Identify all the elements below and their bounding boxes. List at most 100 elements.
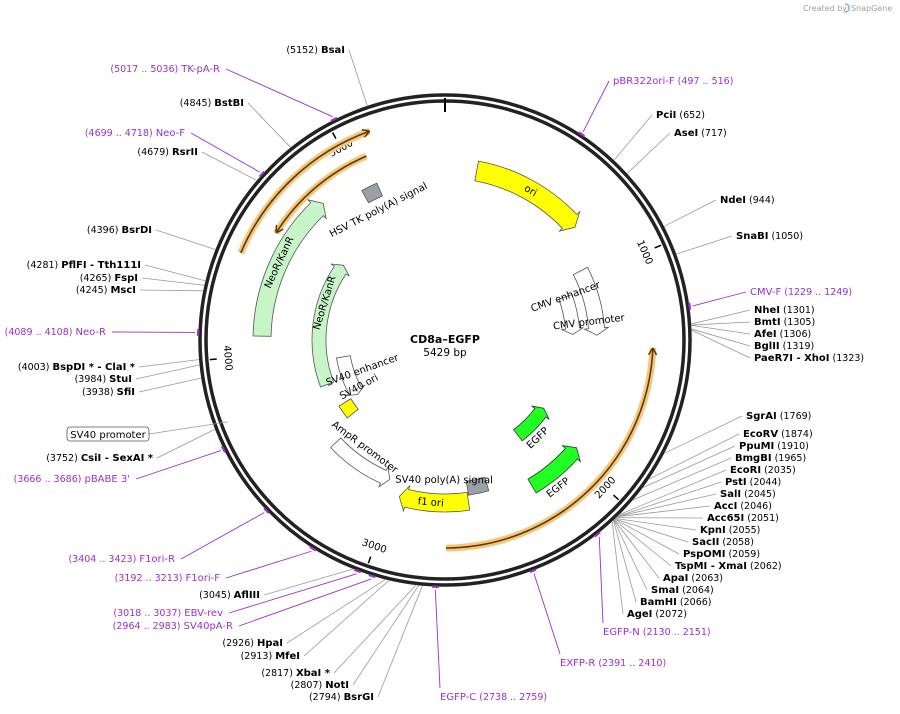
- site-label[interactable]: TspMI - XmaI (2062): [675, 561, 782, 572]
- primer-label[interactable]: (3666 .. 3686) pBABE 3': [14, 474, 130, 485]
- site-leader: [613, 520, 648, 591]
- site-leader: [139, 289, 203, 292]
- feature-egfp2: [527, 445, 582, 494]
- feature-ampr_prom: [330, 437, 391, 488]
- site-leader: [626, 132, 671, 174]
- site-label[interactable]: PciI (652): [656, 110, 705, 121]
- site-label[interactable]: BmgBI (1965): [735, 453, 806, 464]
- site-label[interactable]: (3752) CsiI - SexAI *: [46, 453, 154, 464]
- primer-leader: [434, 589, 441, 689]
- primer-label[interactable]: EGFP-N (2130 .. 2151): [603, 627, 711, 638]
- primer-label[interactable]: EXFP-R (2391 .. 2410): [560, 658, 666, 669]
- site-leader: [617, 481, 722, 517]
- primer-leader: [238, 578, 372, 627]
- site-label[interactable]: PspOMI (2059): [683, 549, 760, 560]
- site-label[interactable]: NdeI (944): [720, 195, 775, 206]
- site-leader: [691, 321, 751, 326]
- site-leader: [352, 585, 419, 686]
- site-label[interactable]: AgeI (2072): [627, 609, 687, 620]
- site-leader: [613, 520, 637, 603]
- site-label[interactable]: (3984) StuI: [75, 374, 132, 385]
- site-label[interactable]: PpuMI (1910): [739, 441, 809, 452]
- sv40-promoter-box: [66, 426, 150, 442]
- site-label[interactable]: AfeI (1306): [754, 329, 811, 340]
- site-leader: [648, 433, 740, 480]
- primer-leader: [135, 450, 221, 480]
- site-label[interactable]: BamHI (2066): [640, 597, 712, 608]
- site-leader: [664, 199, 717, 227]
- site-label[interactable]: (3045) AflIII: [199, 590, 260, 601]
- site-label[interactable]: (2913) MfeI: [241, 651, 300, 662]
- tick-label: 4000: [221, 345, 234, 371]
- site-leader: [144, 264, 206, 282]
- orf-arc-line: [240, 130, 370, 254]
- site-label[interactable]: BglII (1319): [754, 341, 814, 352]
- primer-label[interactable]: (3404 .. 3423) F1ori-R: [68, 554, 175, 565]
- site-leader: [691, 324, 751, 335]
- site-label[interactable]: EcoRV (1874): [743, 429, 813, 440]
- site-label[interactable]: (4265) FspI: [80, 273, 138, 284]
- site-leader: [615, 518, 689, 543]
- snapgene-brand: SnapGene: [851, 4, 892, 13]
- primer-label[interactable]: pBR322ori-F (497 .. 516): [613, 76, 733, 87]
- site-leader: [691, 309, 751, 325]
- site-label[interactable]: (4396) BsrDI: [87, 225, 152, 236]
- site-label[interactable]: SnaBI (1050): [736, 231, 803, 242]
- primer-label[interactable]: CMV-F (1229 .. 1249): [750, 287, 852, 298]
- primer-leader: [225, 68, 333, 118]
- site-label[interactable]: (4245) MscI: [76, 285, 136, 296]
- tick-mark: [613, 494, 620, 501]
- site-label[interactable]: NheI (1301): [754, 305, 815, 316]
- plasmid-size: 5429 bp: [423, 347, 467, 359]
- site-label[interactable]: SalI (2045): [720, 489, 776, 500]
- primer-label[interactable]: (4089 .. 4108) Neo-R: [5, 327, 106, 338]
- site-leader: [614, 518, 680, 555]
- primer-mark: [330, 116, 338, 122]
- site-label[interactable]: PstI (2044): [725, 477, 781, 488]
- site-label[interactable]: (2807) NotI: [291, 680, 349, 691]
- site-label[interactable]: KpnI (2055): [700, 525, 760, 536]
- site-label[interactable]: (4281) PflFI - Tth111I: [27, 260, 141, 271]
- primer-label[interactable]: (3192 .. 3213) F1ori-F: [115, 573, 221, 584]
- primer-mark: [258, 170, 266, 178]
- site-label[interactable]: (3938) SfiI: [82, 387, 135, 398]
- created-by-text: Created by: [803, 4, 847, 13]
- site-label[interactable]: AseI (717): [674, 128, 727, 139]
- site-label[interactable]: SacII (2058): [692, 537, 754, 548]
- site-label[interactable]: PaeR7I - XhoI (1323): [754, 353, 864, 364]
- site-label[interactable]: AccI (2046): [714, 501, 772, 512]
- primer-label[interactable]: (2964 .. 2983) SV40pA-R: [113, 621, 233, 632]
- site-label[interactable]: SmaI (2064): [651, 585, 714, 596]
- primer-label[interactable]: EGFP-C (2738 .. 2759): [440, 692, 547, 703]
- backbone-outer: [198, 93, 692, 587]
- site-label[interactable]: Acc65I (2051): [707, 513, 779, 524]
- feature-f1ori: [398, 484, 471, 513]
- primer-leader: [190, 132, 260, 173]
- site-leader: [617, 505, 711, 518]
- site-label[interactable]: BmtI (1305): [754, 317, 815, 328]
- feature-egfp1: [513, 405, 550, 442]
- site-label[interactable]: (5152) BsaI: [286, 45, 345, 56]
- site-leader: [619, 469, 727, 515]
- primer-label[interactable]: (3018 .. 3037) EBV-rev: [113, 608, 223, 619]
- site-label[interactable]: SgrAI (1769): [746, 411, 811, 422]
- site-label[interactable]: (4679) RsrII: [137, 147, 198, 158]
- primer-leader: [533, 573, 561, 655]
- site-leader: [138, 359, 199, 368]
- site-label[interactable]: (2817) XbaI *: [261, 668, 330, 679]
- site-label[interactable]: (4845) BstBI: [180, 98, 244, 109]
- site-label[interactable]: (2794) BsrGI: [309, 692, 374, 703]
- orf-arrow: [275, 224, 284, 234]
- primer-label[interactable]: (5017 .. 5036) TK-pA-R: [110, 64, 220, 75]
- primer-mark: [688, 302, 692, 310]
- primer-leader: [225, 550, 312, 579]
- site-label[interactable]: EcoRI (2035): [730, 465, 796, 476]
- site-label[interactable]: (2926) HpaI: [222, 638, 283, 649]
- site-label[interactable]: ApaI (2063): [663, 573, 723, 584]
- primer-mark: [309, 545, 317, 552]
- feature-leader: [148, 421, 228, 435]
- tick-label: 1000: [634, 239, 654, 267]
- primer-label[interactable]: (4699 .. 4718) Neo-F: [85, 128, 185, 139]
- site-label[interactable]: (4003) BspDI * - ClaI *: [18, 362, 136, 373]
